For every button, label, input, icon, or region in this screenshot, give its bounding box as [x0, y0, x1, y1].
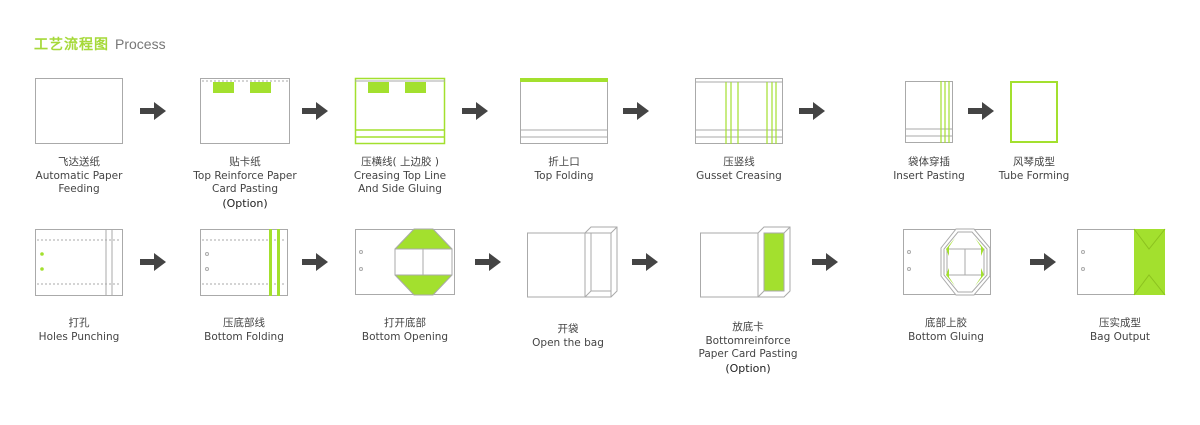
caption-line: Gusset Creasing [696, 169, 782, 182]
caption-line: 折上口 [548, 156, 580, 168]
caption-line: 贴卡纸 [229, 156, 261, 168]
caption-line: Bottom Opening [361, 330, 449, 343]
arrow-right-icon [632, 253, 658, 271]
caption-line: Bottom Folding [204, 330, 284, 343]
caption-line: 压横线( 上边胶 ) [361, 156, 439, 168]
arrow-right-icon [462, 102, 488, 120]
title-cn: 工艺流程图 [34, 37, 109, 53]
paper-with-cards-icon [200, 78, 290, 144]
inserted-paper-icon [905, 81, 953, 143]
arrow-right-icon [140, 102, 166, 120]
arrow-right-icon [1030, 253, 1056, 271]
caption-line: And Side Gluing [358, 183, 442, 195]
caption-line: 打孔 [68, 317, 90, 329]
finished-bag-icon [1077, 228, 1166, 296]
caption-line: Tube Forming [998, 169, 1070, 182]
caption-line: Insert Pasting [893, 169, 965, 182]
caption-line: 打开底部 [384, 317, 426, 329]
arrow-right-icon [623, 102, 649, 120]
tube-icon [1010, 81, 1058, 143]
caption-line: Card Pasting [211, 183, 279, 195]
arrow-right-icon [799, 102, 825, 120]
option-note: (Option) [725, 361, 771, 375]
punched-paper-icon [35, 229, 123, 296]
caption-line: Open the bag [532, 336, 604, 349]
bottom-creased-paper-icon [200, 229, 288, 296]
caption-line: Top Folding [534, 169, 594, 182]
title-en: Process [115, 36, 166, 52]
caption-line: Bottom Gluing [908, 330, 984, 343]
caption-line: Top Reinforce Paper [193, 169, 297, 182]
caption-line: Bag Output [1089, 330, 1151, 343]
option-note: (Option) [222, 196, 268, 210]
arrow-right-icon [140, 253, 166, 271]
top-folded-paper-icon [520, 78, 608, 144]
caption-line: 飞达送纸 [58, 156, 100, 168]
caption-line: Bottomreinforce [705, 334, 791, 347]
caption-line: 压实成型 [1099, 317, 1141, 329]
caption-line: Creasing Top Line [353, 169, 447, 182]
caption-line: 底部上胶 [925, 317, 967, 329]
caption-line: Paper Card Pasting [698, 348, 798, 360]
gusset-creased-paper-icon [695, 78, 783, 144]
caption-line: 压底部线 [223, 317, 265, 329]
caption-line: Holes Punching [38, 330, 120, 343]
caption-line: Feeding [58, 183, 100, 195]
arrow-right-icon [302, 102, 328, 120]
caption-line: 风琴成型 [1013, 156, 1055, 168]
arrow-right-icon [812, 253, 838, 271]
caption-line: 压竖线 [723, 156, 755, 168]
caption-line: Automatic Paper [35, 169, 123, 182]
bag-with-bottom-card-icon [700, 226, 791, 298]
creased-paper-icon [354, 77, 446, 145]
paper-sheet-icon [35, 78, 123, 144]
process-title: 工艺流程图 Process [34, 34, 166, 54]
glued-bottom-icon [903, 228, 991, 296]
caption-line: 放底卡 [732, 321, 764, 333]
arrow-right-icon [302, 253, 328, 271]
caption-line: 袋体穿插 [908, 156, 950, 168]
caption-line: 开袋 [557, 323, 579, 335]
arrow-right-icon [475, 253, 501, 271]
opened-bottom-icon [355, 228, 455, 296]
open-bag-icon [527, 226, 618, 298]
arrow-right-icon [968, 102, 994, 120]
